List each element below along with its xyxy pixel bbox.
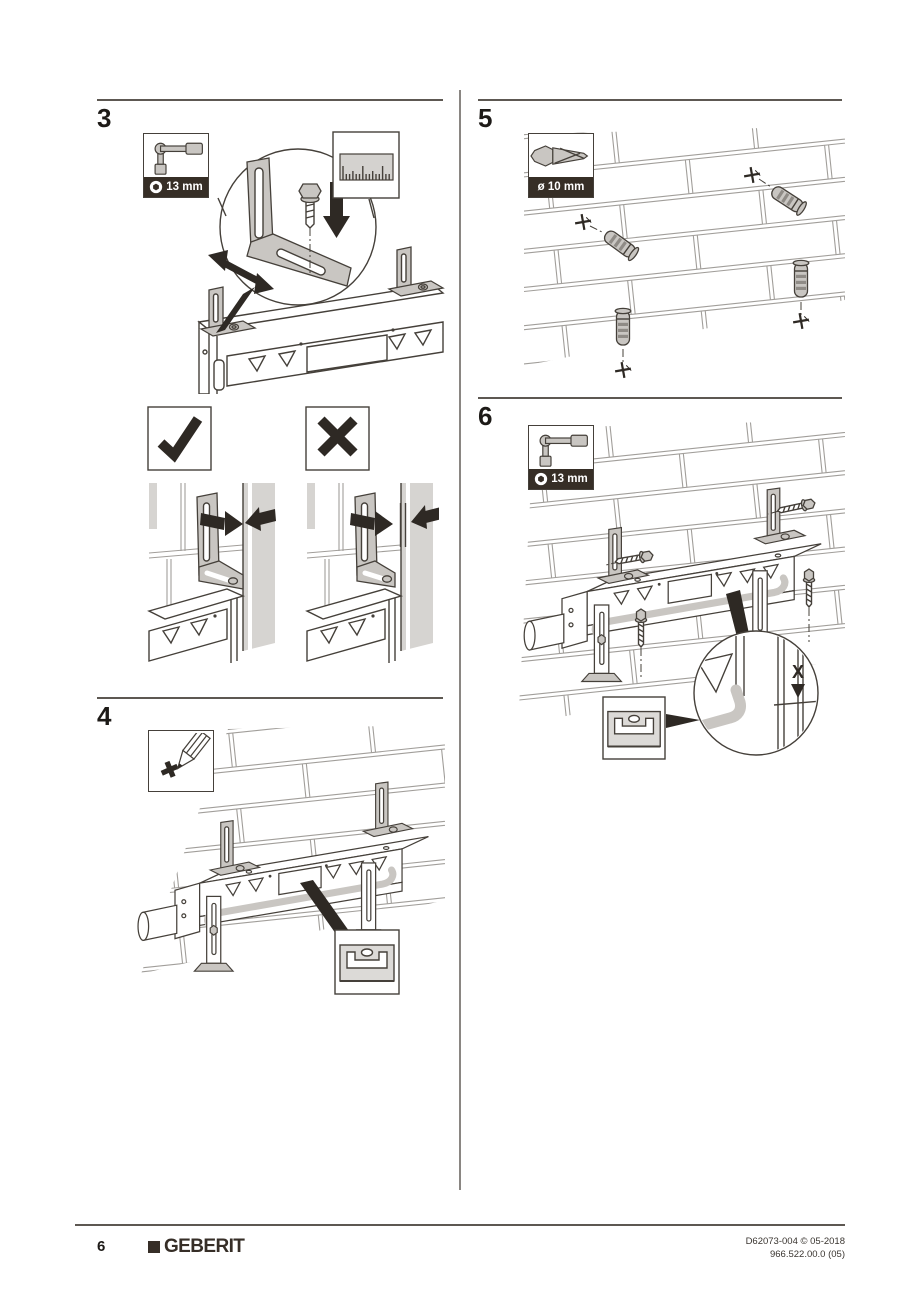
step4-rule xyxy=(97,697,443,699)
footer-rule xyxy=(75,1224,845,1226)
footer-references: D62073-004 © 05-2018 966.522.00.0 (05) xyxy=(746,1236,845,1261)
tool-size-label: 13 mm xyxy=(166,181,203,193)
step4-figure xyxy=(97,725,445,995)
hex-screw-icon xyxy=(634,608,648,648)
incorrect-drawing xyxy=(305,483,439,663)
socket-size-icon xyxy=(535,472,548,486)
hex-screw-icon xyxy=(802,568,816,608)
tool-size-band: 13 mm xyxy=(144,177,208,197)
step5-rule xyxy=(478,99,842,101)
incorrect-panel xyxy=(305,406,439,663)
footer-page-number: 6 xyxy=(97,1238,106,1255)
comparison-figure xyxy=(147,406,439,663)
step6-rule xyxy=(478,397,842,399)
callout-pointer xyxy=(666,714,700,728)
converging-arrows-icon xyxy=(350,505,439,536)
callout-pointer xyxy=(216,287,255,333)
wall-bracket-right xyxy=(387,246,445,297)
brand-name: GEBERIT xyxy=(164,1236,245,1257)
drill-marks xyxy=(574,166,810,379)
converging-arrows-icon xyxy=(200,507,276,536)
correct-panel xyxy=(147,406,276,663)
step3-figure xyxy=(197,131,445,394)
wall-plug-icon xyxy=(768,182,809,218)
spirit-level-icon xyxy=(606,710,662,748)
version-code: 966.522.00.0 (05) xyxy=(769,1248,845,1260)
tool-callout-drill: ø 10 mm xyxy=(528,133,594,198)
tool-size-band: ø 10 mm xyxy=(529,177,593,197)
wall-plug-icon xyxy=(614,307,632,346)
tool-size-label: 13 mm xyxy=(551,473,588,485)
protection-bow-end xyxy=(695,684,746,734)
doc-code: D62073-004 © 05-2018 xyxy=(745,1236,845,1247)
drill-mark-icon xyxy=(614,361,632,379)
tool-size-label: ø 10 mm xyxy=(537,181,585,193)
ruler-icon xyxy=(339,153,394,181)
socket-wrench-icon xyxy=(154,142,203,175)
frame-top-view xyxy=(197,246,445,394)
step6-number: 6 xyxy=(478,401,493,431)
brand-square-icon xyxy=(148,1241,160,1253)
gap-lines xyxy=(399,503,407,547)
detail-circle-content: X xyxy=(695,636,817,750)
wall-plug-icon xyxy=(792,259,810,298)
spirit-level-icon xyxy=(339,944,395,982)
ruler-inset xyxy=(332,131,400,219)
tool-callout-socket-wrench: 13 mm xyxy=(143,133,209,198)
column-divider xyxy=(459,90,461,1190)
step3-rule xyxy=(97,99,443,101)
cross-icon xyxy=(317,416,358,457)
dimension-label: X xyxy=(792,662,804,682)
wall-bracket-left xyxy=(199,286,257,337)
spirit-level-inset xyxy=(334,929,400,995)
detail-circle-content xyxy=(208,157,352,294)
callout-pointer xyxy=(726,590,749,637)
adjustment-bracket xyxy=(196,492,244,590)
step5-number: 5 xyxy=(478,103,493,133)
checkmark-icon xyxy=(157,416,203,463)
step4-number: 4 xyxy=(97,701,112,731)
pencil-mark-icon xyxy=(160,733,211,778)
step3-number: 3 xyxy=(97,103,112,133)
socket-wrench-icon xyxy=(539,434,588,467)
callout-pointer xyxy=(300,880,349,934)
step5-figure xyxy=(524,126,845,379)
double-arrow-icon xyxy=(208,250,274,294)
socket-size-icon xyxy=(150,180,163,194)
drill-mark-icon xyxy=(574,213,592,231)
hex-screw-icon xyxy=(298,183,322,229)
drill-mark-icon xyxy=(743,166,761,184)
adjustment-bracket xyxy=(246,157,352,287)
tool-callout-pencil xyxy=(148,730,214,792)
drill-mark-icon xyxy=(792,312,810,330)
arrow-down-icon xyxy=(791,684,805,698)
tool-callout-socket-wrench: 13 mm xyxy=(528,425,594,490)
adjustment-bracket xyxy=(354,492,396,588)
step6-figure: X xyxy=(518,420,845,760)
tool-size-band: 13 mm xyxy=(529,469,593,489)
geberit-logo: GEBERIT xyxy=(148,1236,245,1258)
drill-bit-icon xyxy=(530,144,589,167)
correct-drawing xyxy=(147,483,276,663)
spirit-level-inset xyxy=(602,696,666,760)
